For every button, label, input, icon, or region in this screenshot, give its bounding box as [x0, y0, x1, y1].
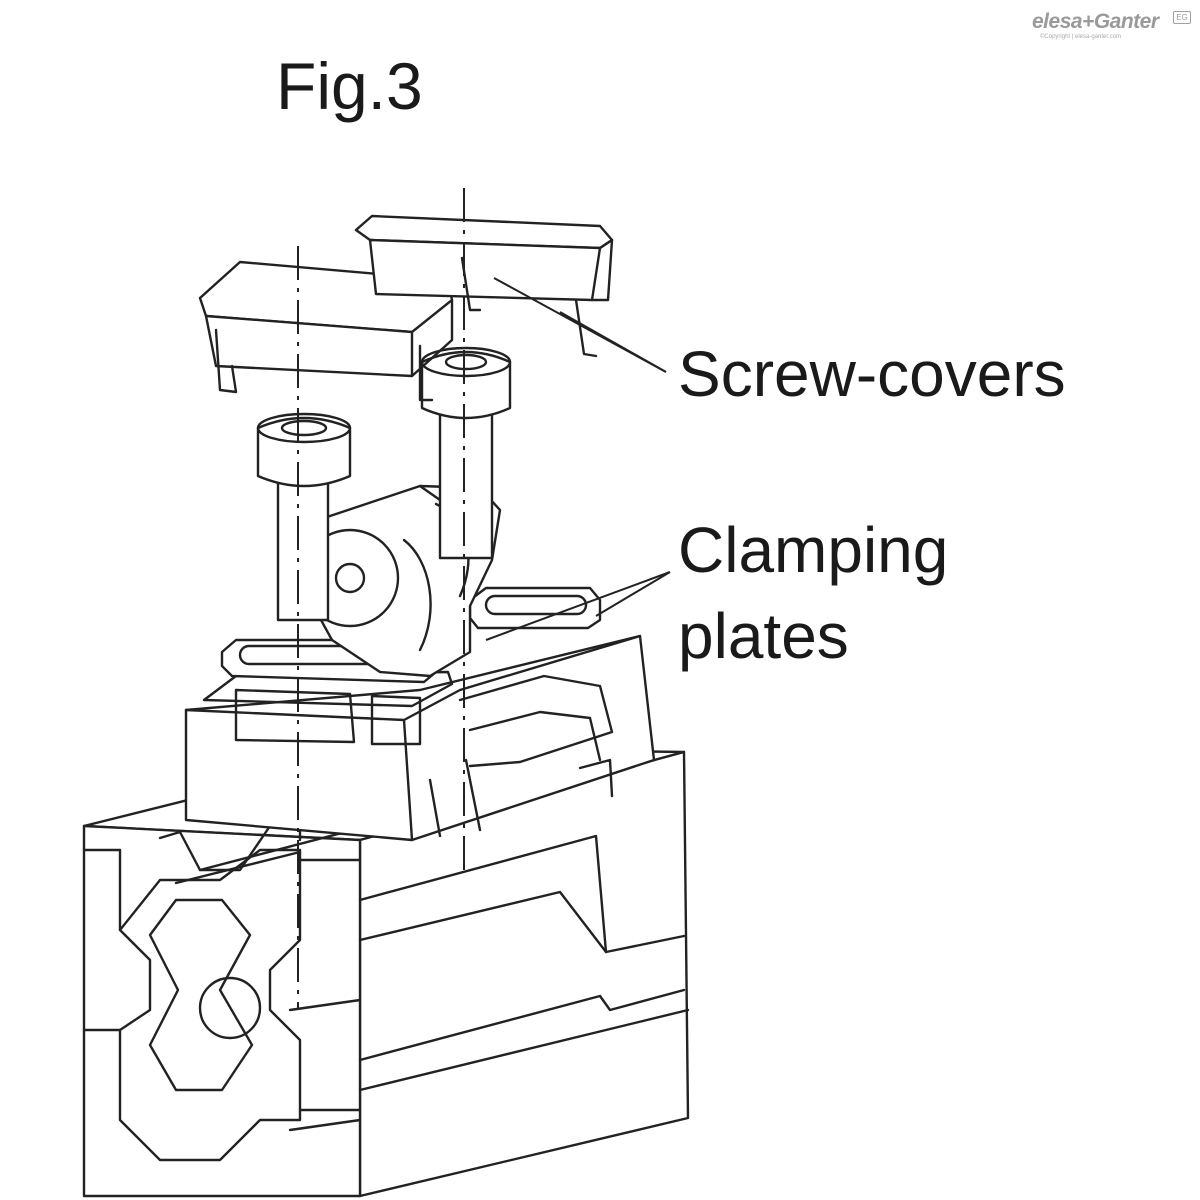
label-clamping-line2: plates: [678, 600, 849, 672]
label-screw-covers: Screw-covers: [678, 338, 1066, 410]
leader-lines: [485, 277, 671, 641]
screw-right: [420, 346, 512, 560]
brand-logo: elesa+Ganter EG ©Copyright | elesa-gante…: [1032, 8, 1192, 44]
figure-title: Fig.3: [276, 49, 423, 123]
screw-left: [256, 412, 352, 622]
logo-brand-text: elesa+Ganter: [1032, 10, 1159, 33]
axis-lines: [297, 188, 465, 1010]
clamp-housing: [184, 634, 656, 842]
logo-badge: EG: [1173, 11, 1191, 24]
label-clamping-line1: Clamping: [678, 514, 949, 586]
screw-cover-right: [354, 214, 614, 358]
logo-copyright: ©Copyright | elesa-ganter.com: [1040, 34, 1122, 40]
